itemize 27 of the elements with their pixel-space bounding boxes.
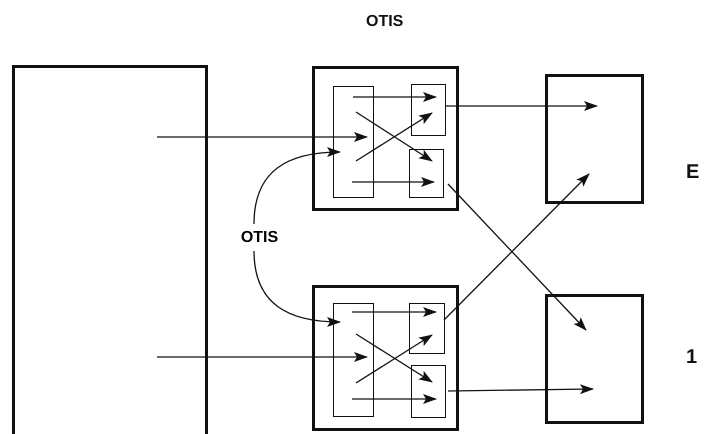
curved-arrow [253,147,341,224]
arrow [352,307,437,317]
node-box [545,74,644,204]
side-label: 1 [686,347,698,367]
arrow [448,384,594,394]
arrow [446,101,598,111]
title: OTIS [366,14,404,30]
port-box [409,149,444,198]
switch-box [312,285,459,431]
arrow [353,92,437,102]
arrow [444,173,590,320]
curved-arrow [253,250,341,327]
arrow [448,184,587,331]
arrow [157,132,368,142]
port-box [411,365,446,418]
arrow [352,394,437,404]
side-label: E [686,162,700,182]
switch-box [312,66,459,211]
otis-label: OTIS [231,227,288,248]
port-box [411,84,446,136]
arrow [352,177,435,187]
port-box [409,303,445,354]
port-box [333,303,374,417]
node-box [545,294,644,424]
arrow [157,352,368,362]
port-box [333,86,374,198]
processor-box [12,65,208,434]
